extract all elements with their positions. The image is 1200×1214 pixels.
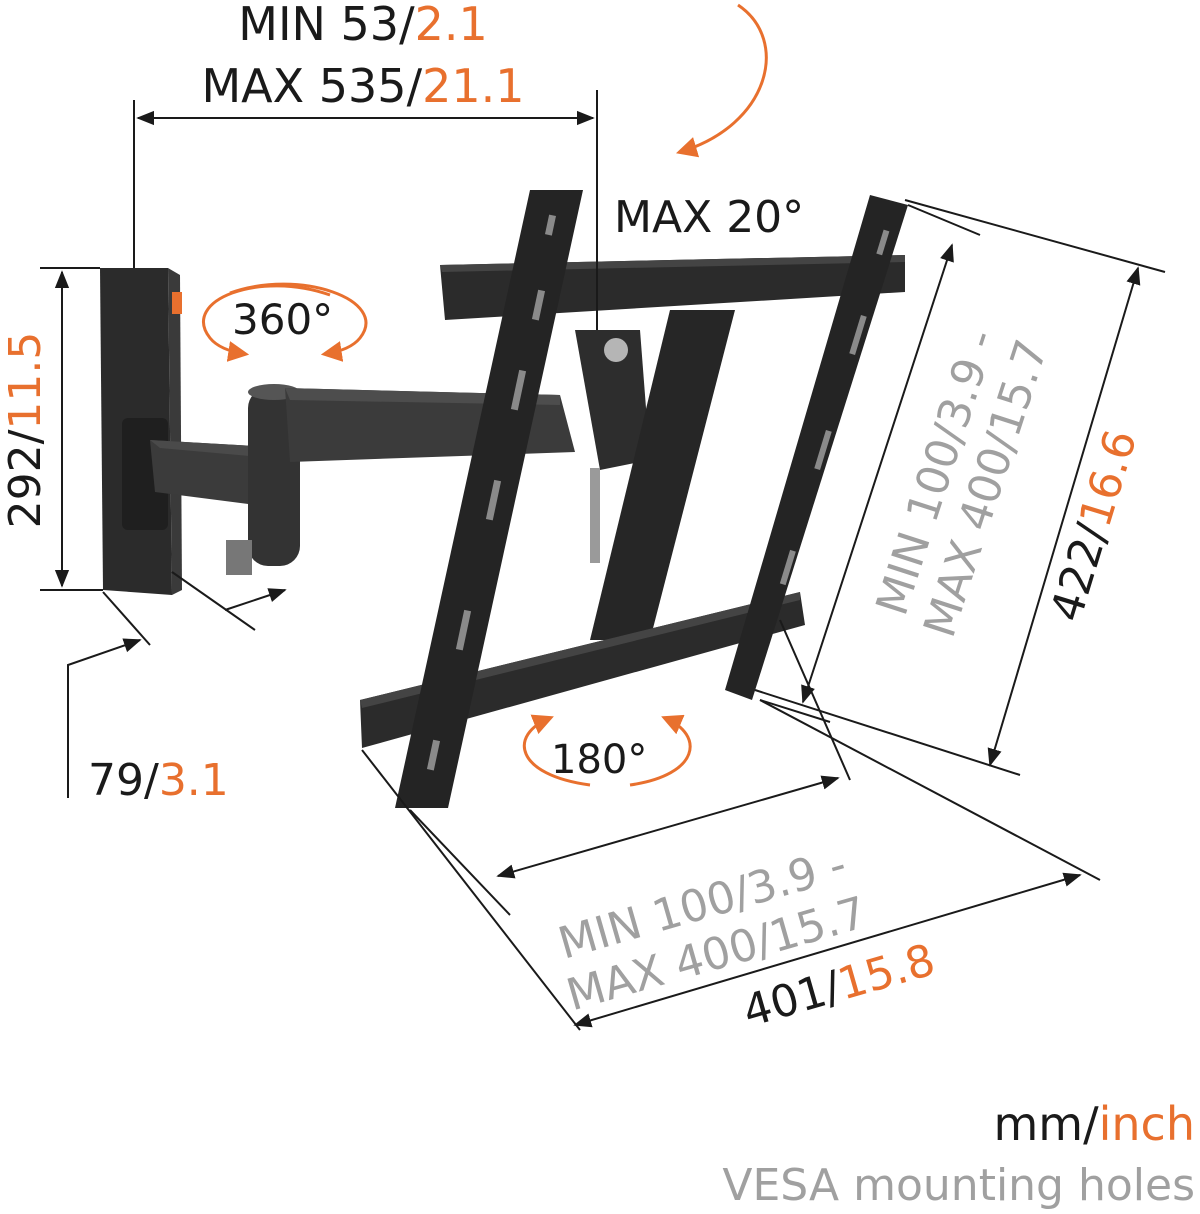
tilt-label: MAX 20° bbox=[614, 192, 804, 243]
min-extension-in: 2.1 bbox=[415, 0, 488, 51]
elbow-bracket bbox=[226, 540, 252, 575]
tilt-arrow-icon bbox=[675, 3, 768, 158]
dimension-lines bbox=[40, 90, 1166, 1031]
rotate-360-label: 360° bbox=[232, 295, 333, 344]
wall-depth-in: 3.1 bbox=[159, 755, 229, 806]
rotate-360-arrow-left-icon bbox=[202, 284, 331, 362]
wall-plate-side bbox=[168, 268, 182, 595]
total-width-in: 15.8 bbox=[832, 934, 940, 1010]
vesa-caption: VESA mounting holes bbox=[722, 1160, 1195, 1211]
wall-plate-height-mm: 292/ bbox=[0, 429, 51, 528]
min-extension-mm: MIN 53/ bbox=[238, 0, 415, 51]
vesa-vertical-label: MIN 100/3.9 - MAX 400/15.7 bbox=[867, 324, 1059, 644]
total-height-mm: 422/ bbox=[1041, 518, 1119, 628]
total-height-label: 422/16.6 bbox=[1041, 424, 1147, 627]
units-mm: mm/ bbox=[993, 1097, 1099, 1151]
wall-depth-mm: 79/ bbox=[88, 755, 159, 806]
units-legend: mm/inch bbox=[993, 1097, 1195, 1151]
rotate-360-arrow-right-icon bbox=[229, 282, 368, 362]
rotate-180-arrow-left-icon bbox=[629, 714, 692, 787]
left-strap-holes bbox=[426, 214, 556, 771]
wall-plate-height-in: 11.5 bbox=[0, 332, 51, 430]
wall-depth-label: 79/3.1 bbox=[88, 755, 229, 806]
min-extension-label: MIN 53/2.1 bbox=[238, 0, 487, 51]
max-extension-in: 21.1 bbox=[422, 59, 524, 113]
max-extension-mm: MAX 535/ bbox=[201, 59, 422, 113]
wall-plate-tab bbox=[172, 292, 182, 314]
wall-plate-height-label: 292/11.5 bbox=[0, 332, 51, 529]
tilt-knob bbox=[604, 338, 628, 362]
center-bar bbox=[590, 310, 735, 640]
tilt-head bbox=[575, 330, 650, 470]
units-inch: inch bbox=[1099, 1097, 1195, 1151]
left-vesa-strap bbox=[395, 190, 583, 808]
elbow-joint bbox=[248, 388, 300, 566]
tilt-piston bbox=[590, 468, 600, 563]
max-extension-label: MAX 535/21.1 bbox=[201, 59, 524, 113]
rotate-180-label: 180° bbox=[551, 737, 647, 783]
total-height-in: 16.6 bbox=[1070, 424, 1147, 533]
bottom-crossbar bbox=[360, 592, 805, 748]
rotate-180-arrow-right-icon bbox=[522, 714, 591, 787]
rotation-arrows bbox=[202, 3, 768, 787]
